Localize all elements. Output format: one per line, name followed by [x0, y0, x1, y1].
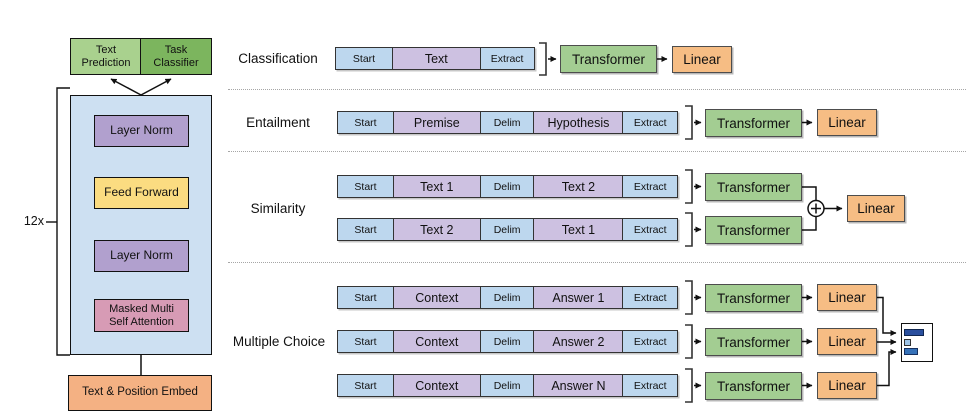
- task-label-classification: Classification: [238, 51, 318, 66]
- token-cell: Text 1: [533, 218, 624, 241]
- separator-line: [228, 89, 966, 90]
- embedding-box: Text & Position Embed: [68, 375, 212, 411]
- token-cell: Start: [337, 175, 394, 198]
- task-label-entailment: Entailment: [246, 115, 310, 130]
- token-cell: Extract: [622, 111, 679, 134]
- token-cell: Text: [391, 47, 481, 70]
- token-cell: Extract: [622, 175, 679, 198]
- answer-bar: [904, 329, 924, 336]
- token-cell: Delim: [479, 374, 535, 397]
- layer-norm-top-block: Layer Norm: [94, 115, 189, 147]
- transformer-box: Transformer: [705, 328, 802, 356]
- repeat-count-label: 12x: [23, 214, 44, 228]
- masked-attention-block: Masked Multi Self Attention: [94, 299, 189, 332]
- answer-bar: [904, 339, 911, 346]
- token-cell: Answer N: [533, 374, 624, 397]
- token-strip-classification: Start Text Extract: [335, 47, 535, 70]
- token-strip-entailment: Start Premise Delim Hypothesis Extract: [337, 111, 679, 134]
- separator-line: [228, 262, 966, 263]
- token-cell: Start: [337, 218, 394, 241]
- token-strip-choice-2: Start Context Delim Answer 2 Extract: [337, 330, 679, 353]
- token-strip-similarity-2: Start Text 2 Delim Text 1 Extract: [337, 218, 679, 241]
- token-cell: Context: [392, 374, 481, 397]
- token-cell: Start: [337, 374, 394, 397]
- token-strip-choice-1: Start Context Delim Answer 1 Extract: [337, 286, 679, 309]
- token-cell: Answer 1: [533, 286, 624, 309]
- token-cell: Delim: [479, 111, 535, 134]
- similarity-sum-icon: [807, 199, 825, 218]
- transformer-box: Transformer: [560, 45, 657, 73]
- linear-box: Linear: [672, 46, 732, 73]
- token-cell: Delim: [479, 330, 535, 353]
- token-cell: Start: [337, 330, 394, 353]
- token-cell: Extract: [622, 330, 679, 353]
- plus-icon: [811, 203, 821, 214]
- token-cell: Answer 2: [533, 330, 624, 353]
- token-cell: Text 1: [392, 175, 481, 198]
- token-cell: Text 2: [533, 175, 624, 198]
- feed-forward-block: Feed Forward: [94, 177, 189, 209]
- token-cell: Premise: [392, 111, 481, 134]
- layer-norm-bottom-block: Layer Norm: [94, 240, 189, 272]
- task-label-similarity: Similarity: [250, 201, 306, 216]
- token-cell: Extract: [622, 374, 679, 397]
- text-prediction-box: Text Prediction: [70, 38, 142, 75]
- token-cell: Start: [335, 47, 393, 70]
- task-flow-arrows: [548, 56, 897, 389]
- token-cell: Context: [392, 286, 481, 309]
- transformer-box: Transformer: [705, 216, 802, 244]
- transformer-box: Transformer: [705, 284, 802, 312]
- transformer-box: Transformer: [705, 173, 802, 201]
- task-label-multiple-choice: Multiple Choice: [232, 334, 326, 349]
- linear-box: Linear: [847, 195, 905, 222]
- transformer-box: Transformer: [705, 109, 802, 137]
- transformer-box: Transformer: [705, 372, 802, 400]
- token-cell: Delim: [479, 175, 535, 198]
- answer-bar: [904, 348, 918, 355]
- token-strip-similarity-1: Start Text 1 Delim Text 2 Extract: [337, 175, 679, 198]
- token-cell: Extract: [622, 286, 679, 309]
- gather-brackets: [539, 42, 693, 403]
- separator-line: [228, 151, 966, 152]
- token-cell: Delim: [479, 286, 535, 309]
- repeat-bracket: [46, 87, 70, 356]
- linear-box: Linear: [817, 372, 877, 399]
- token-cell: Start: [337, 286, 394, 309]
- token-cell: Context: [392, 330, 481, 353]
- linear-box: Linear: [817, 109, 877, 136]
- token-cell: Extract: [622, 218, 679, 241]
- task-classifier-box: Task Classifier: [140, 38, 212, 75]
- token-cell: Extract: [479, 47, 535, 70]
- token-strip-choice-n: Start Context Delim Answer N Extract: [337, 374, 679, 397]
- token-cell: Hypothesis: [533, 111, 624, 134]
- token-cell: Start: [337, 111, 394, 134]
- answer-distribution-box: [901, 323, 933, 362]
- token-cell: Text 2: [392, 218, 481, 241]
- linear-box: Linear: [817, 328, 877, 355]
- token-cell: Delim: [479, 218, 535, 241]
- linear-box: Linear: [817, 284, 877, 311]
